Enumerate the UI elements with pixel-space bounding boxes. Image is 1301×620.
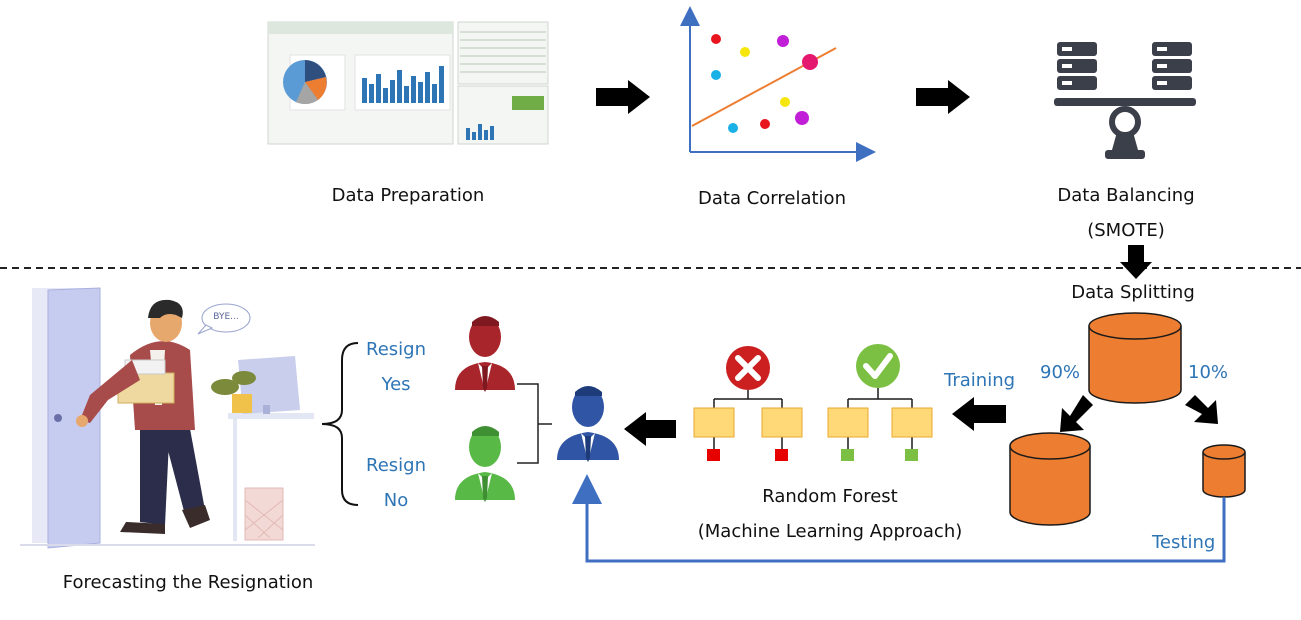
data-splitting-title: Data Splitting [1071,282,1195,303]
training-set-cylinder [1009,432,1091,526]
step-data-balancing: Data Balancing [1057,185,1195,206]
outcome-yes-label: Resign [366,339,426,360]
testing-feedback-arrow [572,474,1226,563]
test-percent: 10% [1188,362,1229,383]
step-data-balancing-method: (SMOTE) [1087,220,1165,241]
correlation-plot-icon [680,6,876,162]
person-green-icon [455,426,515,502]
person-red-icon [455,316,515,392]
arrow-down-right-icon [1185,395,1218,424]
arrow-down-left-icon [1060,395,1093,432]
tree-accepted [827,344,933,461]
step-data-preparation: Data Preparation [331,185,485,206]
forecast-label: Forecasting the Resignation [62,572,314,593]
spreadsheet-icon [267,21,549,145]
speech-bubble-text: BYE... [213,312,239,322]
model-approach: (Machine Learning Approach) [697,521,963,542]
arrow-right-icon [916,80,970,114]
train-percent: 90% [1040,362,1081,383]
resigning-employee-illustration [20,287,315,549]
balance-scale-icon [1054,42,1196,159]
arrow-left-icon [952,397,1006,431]
outcome-no-value: No [383,490,409,511]
person-blue-icon [557,386,619,462]
testing-set-cylinder [1202,444,1246,498]
arrow-right-icon [596,80,650,114]
step-data-correlation: Data Correlation [698,188,846,209]
curly-brace [321,342,359,506]
model-name: Random Forest [762,486,898,507]
outcome-no-label: Resign [366,455,426,476]
arrow-down-icon [1120,245,1152,279]
testing-label: Testing [1152,532,1216,553]
arrow-left-icon [624,412,676,446]
outcome-yes-value: Yes [381,374,411,395]
dataset-cylinder [1088,312,1182,404]
training-label: Training [944,370,1016,391]
connector-bracket [517,383,552,464]
tree-rejected [693,346,803,461]
